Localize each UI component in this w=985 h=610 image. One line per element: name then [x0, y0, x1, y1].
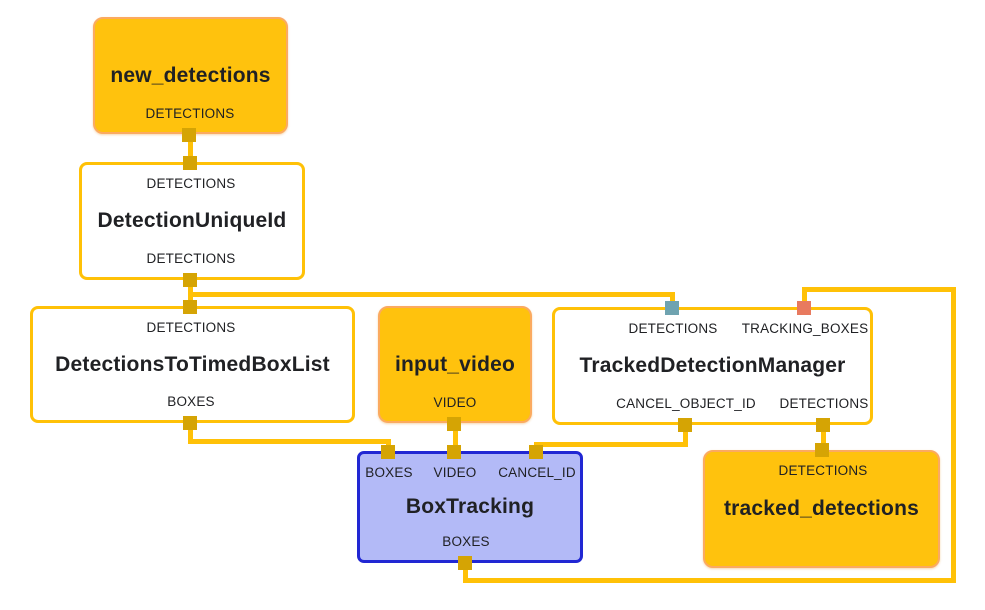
port-bottom-boxes-icon[interactable]: [457, 555, 472, 570]
port-bottom-detections-icon[interactable]: [181, 127, 196, 142]
port-label-boxes: BOXES: [442, 534, 490, 549]
node-title-input_video: input_video: [394, 352, 516, 376]
port-top-video-icon[interactable]: [446, 444, 461, 459]
port-label-detections: DETECTIONS: [779, 396, 869, 411]
edge-segment: [801, 286, 956, 292]
edge-segment: [187, 291, 675, 297]
edge-segment: [452, 419, 458, 456]
port-label-cancel_object_id: CANCEL_OBJECT_ID: [616, 396, 756, 411]
edge-segment: [187, 438, 391, 444]
port-label-detections: DETECTIONS: [778, 463, 868, 478]
port-label-tracking_boxes: TRACKING_BOXES: [741, 321, 869, 336]
port-top-detections-icon[interactable]: [182, 299, 197, 314]
edge-segment: [950, 286, 956, 583]
port-bottom-boxes-icon[interactable]: [182, 415, 197, 430]
port-label-detections: DETECTIONS: [146, 176, 236, 191]
port-top-boxes-icon[interactable]: [380, 444, 395, 459]
node-tracked_detections[interactable]: tracked_detections DETECTIONS: [703, 442, 940, 568]
port-top-detections-icon[interactable]: [182, 155, 197, 170]
edge-segment: [187, 125, 193, 168]
port-label-detections: DETECTIONS: [145, 106, 235, 121]
port-bottom-detections-icon[interactable]: [182, 272, 197, 287]
node-title-TrackedDetectionManager: TrackedDetectionManager: [579, 354, 846, 377]
edge-segment: [533, 441, 688, 447]
edge-segment: [187, 419, 193, 444]
port-label-detections: DETECTIONS: [146, 320, 236, 335]
port-label-cancel_id: CANCEL_ID: [498, 465, 576, 480]
port-label-boxes: BOXES: [365, 465, 413, 480]
node-title-tracked_detections: tracked_detections: [723, 497, 919, 520]
node-title-DetectionsToTimedBoxList: DetectionsToTimedBoxList: [55, 352, 330, 376]
edge-segment: [682, 420, 688, 447]
port-top-tracking_boxes-icon[interactable]: [796, 300, 811, 315]
port-label-boxes: BOXES: [167, 394, 215, 409]
port-label-video: VIDEO: [433, 465, 477, 480]
node-DetectionsToTimedBoxList[interactable]: DetectionsToTimedBoxList DETECTIONS BOXES: [30, 299, 355, 430]
edge-segment: [801, 286, 807, 307]
edge-segment: [669, 291, 675, 307]
edge-segment: [820, 420, 826, 455]
edge-segment: [462, 562, 468, 583]
port-label-detections: DETECTIONS: [146, 251, 236, 266]
port-top-cancel_id-icon[interactable]: [528, 444, 543, 459]
node-title-BoxTracking: BoxTracking: [405, 495, 535, 518]
port-top-detections-icon[interactable]: [814, 442, 829, 457]
node-title-DetectionUniqueId: DetectionUniqueId: [97, 209, 287, 232]
edge-segment: [462, 577, 956, 583]
port-bottom-cancel_object_id-icon[interactable]: [677, 417, 692, 432]
port-label-video: VIDEO: [433, 395, 477, 410]
port-top-detections-icon[interactable]: [664, 300, 679, 315]
port-bottom-video-icon[interactable]: [446, 416, 461, 431]
port-bottom-detections-icon[interactable]: [815, 417, 830, 432]
node-title-new_detections: new_detections: [110, 63, 271, 87]
port-label-detections: DETECTIONS: [628, 321, 718, 336]
